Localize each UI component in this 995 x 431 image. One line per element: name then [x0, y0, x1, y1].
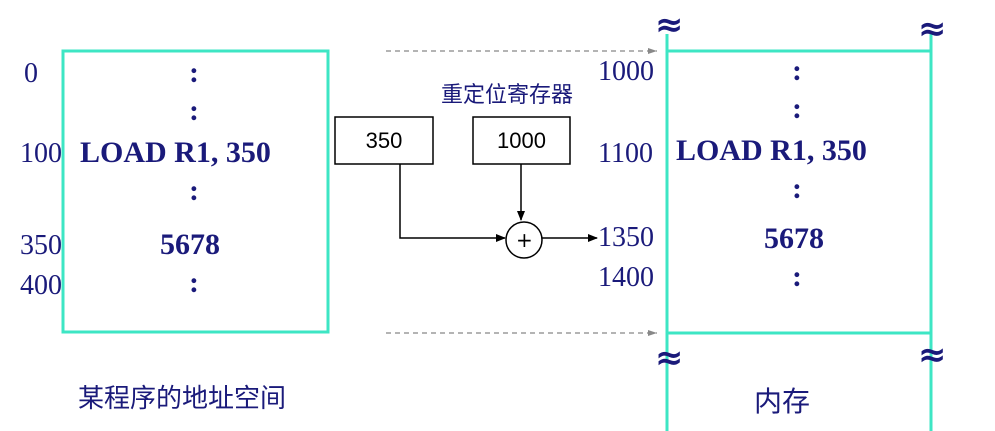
logical-address-value: 350	[365, 128, 403, 153]
memory-ellipsis-3: :	[792, 172, 802, 205]
program-address-100: 100	[20, 138, 62, 169]
adder-plus-symbol: +	[516, 228, 533, 252]
memory-break-bottom-right: ≈	[918, 335, 947, 375]
program-space-caption: 某程序的地址空间	[78, 384, 287, 414]
memory-ellipsis-4: :	[792, 260, 802, 293]
program-data-value: 5678	[160, 228, 220, 261]
memory-instruction: LOAD R1, 350	[676, 134, 867, 167]
memory-data-value: 5678	[764, 222, 824, 255]
program-space-box	[61, 49, 330, 334]
adder-circle	[505, 221, 543, 259]
relocation-register-value: 1000	[497, 128, 546, 153]
memory-box	[665, 49, 933, 335]
program-address-0: 0	[24, 58, 38, 89]
memory-break-bottom-left: ≈	[655, 338, 684, 378]
logical-address-box	[334, 116, 434, 165]
memory-ellipsis-2: :	[792, 92, 802, 125]
memory-break-top-right: ≈	[918, 9, 947, 49]
program-address-400: 400	[20, 270, 62, 301]
memory-address-1000: 1000	[598, 56, 654, 87]
memory-address-1350: 1350	[598, 222, 654, 253]
memory-address-1400: 1400	[598, 262, 654, 293]
program-address-350: 350	[20, 230, 62, 261]
logical-to-adder-line	[399, 164, 506, 242]
memory-break-top-left: ≈	[655, 5, 684, 45]
memory-ellipsis-1: :	[792, 54, 802, 87]
memory-address-1100: 1100	[598, 138, 653, 169]
relocation-register-box	[472, 116, 571, 165]
program-ellipsis-4: :	[189, 266, 199, 299]
program-ellipsis-3: :	[189, 174, 199, 207]
program-instruction: LOAD R1, 350	[80, 136, 271, 169]
relocation-register-label: 重定位寄存器	[441, 83, 574, 108]
memory-caption: 内存	[754, 385, 811, 418]
program-ellipsis-1: :	[189, 56, 199, 89]
program-ellipsis-2: :	[189, 94, 199, 127]
